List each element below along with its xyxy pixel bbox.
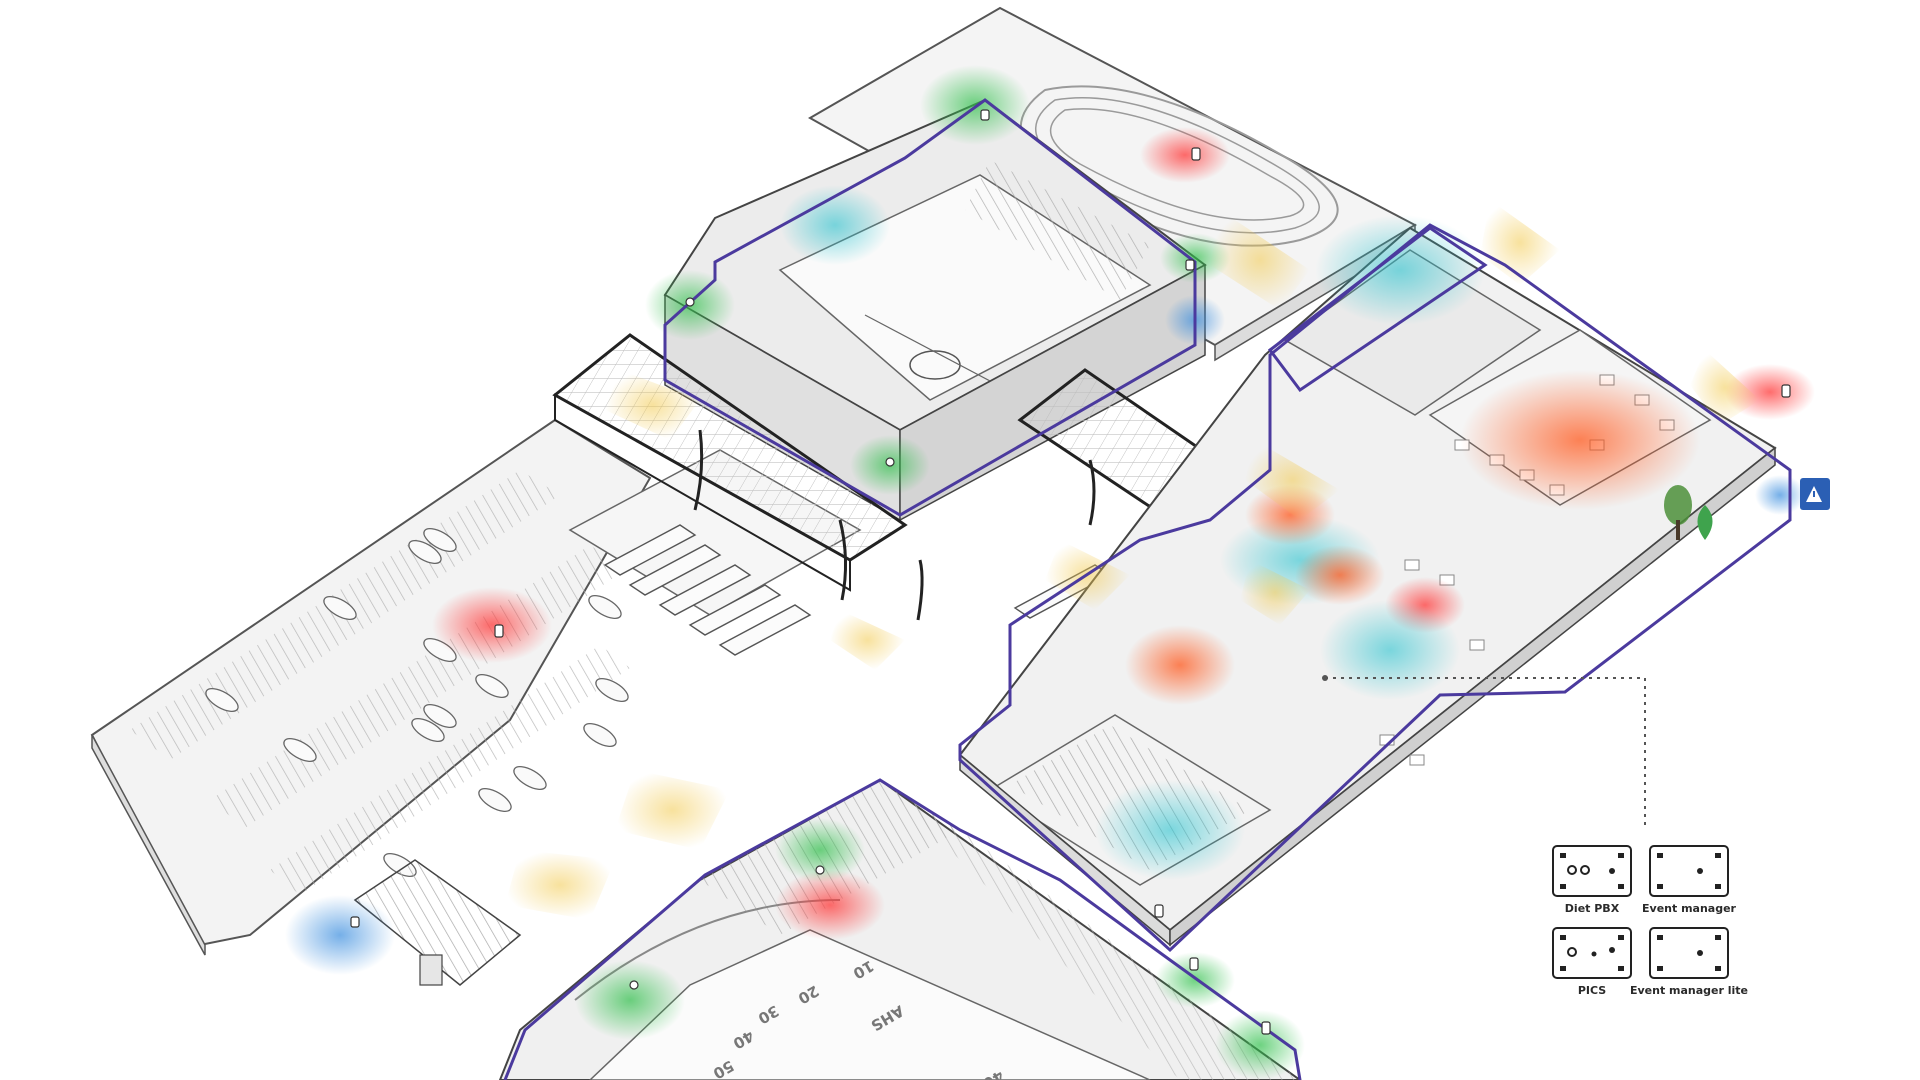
legend-item-event-manager: Event manager [1642,845,1737,915]
gymnasium [663,98,1207,522]
tree-icon [1664,485,1713,540]
legend-label-diet-pbx: Diet PBX [1565,902,1620,915]
entrance-gate [353,859,522,986]
legend-label-event-manager: Event manager [1642,902,1737,915]
device-markers [350,109,1791,1035]
legend-item-event-manager-lite: Event manager lite [1630,927,1748,997]
classroom-boundary [958,223,1792,953]
legend-item-diet-pbx: Diet PBX [1552,845,1632,915]
legend-item-pics: PICS [1552,927,1632,997]
coverage-boundaries [503,98,1792,1080]
legend-label-pics: PICS [1578,984,1606,997]
legend-label-event-manager-lite: Event manager lite [1630,984,1748,997]
north-wing-boundary [1267,226,1488,393]
legend-connector [1322,675,1646,828]
stadium-boundary [503,778,1302,1080]
gym-boundary [663,98,1197,517]
alert-sign-icon [1800,478,1830,510]
legend: Diet PBX Event manager PICS Event manage… [1552,845,1748,997]
